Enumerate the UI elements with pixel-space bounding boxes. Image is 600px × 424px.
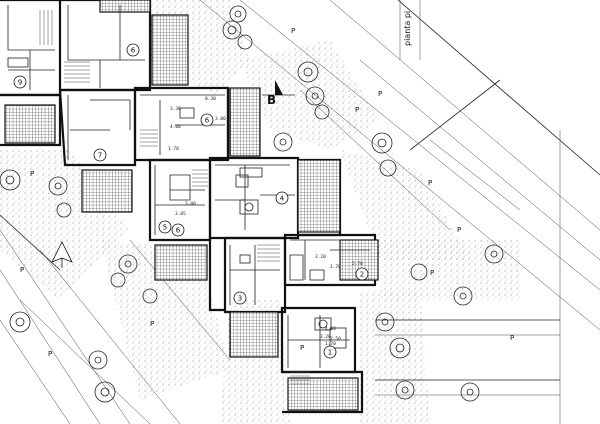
section-marker: B [262,80,295,107]
unit-number-marker: 2 [355,267,369,281]
tree-icon [222,20,242,40]
parking-label: P [428,179,432,187]
trees [0,5,504,403]
parking-label: P [378,90,382,98]
unit-number-marker: 6 [126,43,140,57]
dimension-label: 4.00 [325,326,336,332]
furniture [7,57,347,349]
dimension-label: 3.20 [320,334,331,340]
dimension-label: 1.70 [325,341,336,347]
unit-number-marker: 1 [323,345,337,359]
dimension-label: 1.70 [168,146,179,152]
landscaping [0,0,520,424]
unit-number-marker: 4 [275,191,289,205]
dimension-labels: 3.304.003.001.703.053.003.202.701.703.20… [168,96,363,347]
unit-number-marker: 3 [233,291,247,305]
dimension-label: 3.20 [315,254,326,260]
tree-icon [305,86,325,106]
unit-number-marker: 6 [200,113,214,127]
tree-icon [460,382,480,402]
svg-text:9: 9 [18,79,22,87]
dimension-label: 0.30 [205,96,216,102]
parking-label: P [300,344,304,352]
parking-labels: P P P P P P P P P P P P [20,27,514,358]
svg-text:2: 2 [360,271,364,279]
stairs [39,10,310,385]
tree-icon [0,169,21,191]
tree-icon [229,5,247,23]
parking-label: P [291,27,295,35]
tree-icon [142,288,158,304]
unit-number-marker: 6 [171,223,185,237]
interior-partitions [7,5,370,368]
unit-markers: 6 6 9 7 6 5 4 3 2 1 [13,43,369,359]
tree-icon [297,61,319,83]
svg-text:5: 5 [163,224,167,232]
tree-icon [237,34,253,50]
dimension-label: 3.05 [175,211,186,217]
unit-number-marker: 7 [93,148,107,162]
parking-label: P [510,334,514,342]
tree-icon [110,272,126,288]
svg-text:7: 7 [98,152,102,160]
tree-icon [371,132,393,154]
dimension-label: 4.00 [170,124,181,130]
tree-icon [389,337,411,359]
tree-icon [314,104,330,120]
dimension-label: 1.70 [330,264,341,270]
parking-label: P [430,269,434,277]
dimension-label: 2.50 [330,336,341,342]
tree-icon [94,381,116,403]
drawing-title: pianta pi [403,11,412,46]
svg-text:6: 6 [205,117,210,125]
unit-number-marker: 9 [13,75,27,89]
tree-icon [9,311,31,333]
svg-text:3: 3 [238,295,242,303]
reference-arrow-icon [51,241,73,268]
tree-icon [410,263,428,281]
svg-text:1: 1 [328,349,332,357]
tree-icon [375,312,395,332]
parking-label: P [20,266,24,274]
tree-icon [118,254,138,274]
parking-label: P [457,226,461,234]
tree-icon [56,202,72,218]
parking-label: P [30,170,34,178]
parking-label: P [48,350,52,358]
section-label: B [267,93,276,107]
svg-text:6: 6 [131,47,136,55]
dimension-label: 2.70 [352,261,363,267]
tree-icon [273,132,293,152]
svg-text:6: 6 [176,227,181,235]
tree-icon [379,159,397,177]
tree-icon [395,380,415,400]
dimension-label: 3.00 [185,201,196,207]
dimension-label: 3.00 [215,116,226,122]
parking-label: P [355,106,359,114]
unit-number-marker: 5 [158,220,172,234]
dimension-label: 3.30 [170,106,181,112]
tree-icon [484,244,504,264]
svg-text:4: 4 [280,195,285,203]
parking-label: P [150,320,154,328]
tree-icon [88,350,108,370]
hatched-terraces [4,0,379,411]
tree-icon [453,286,473,306]
tree-icon [48,176,68,196]
